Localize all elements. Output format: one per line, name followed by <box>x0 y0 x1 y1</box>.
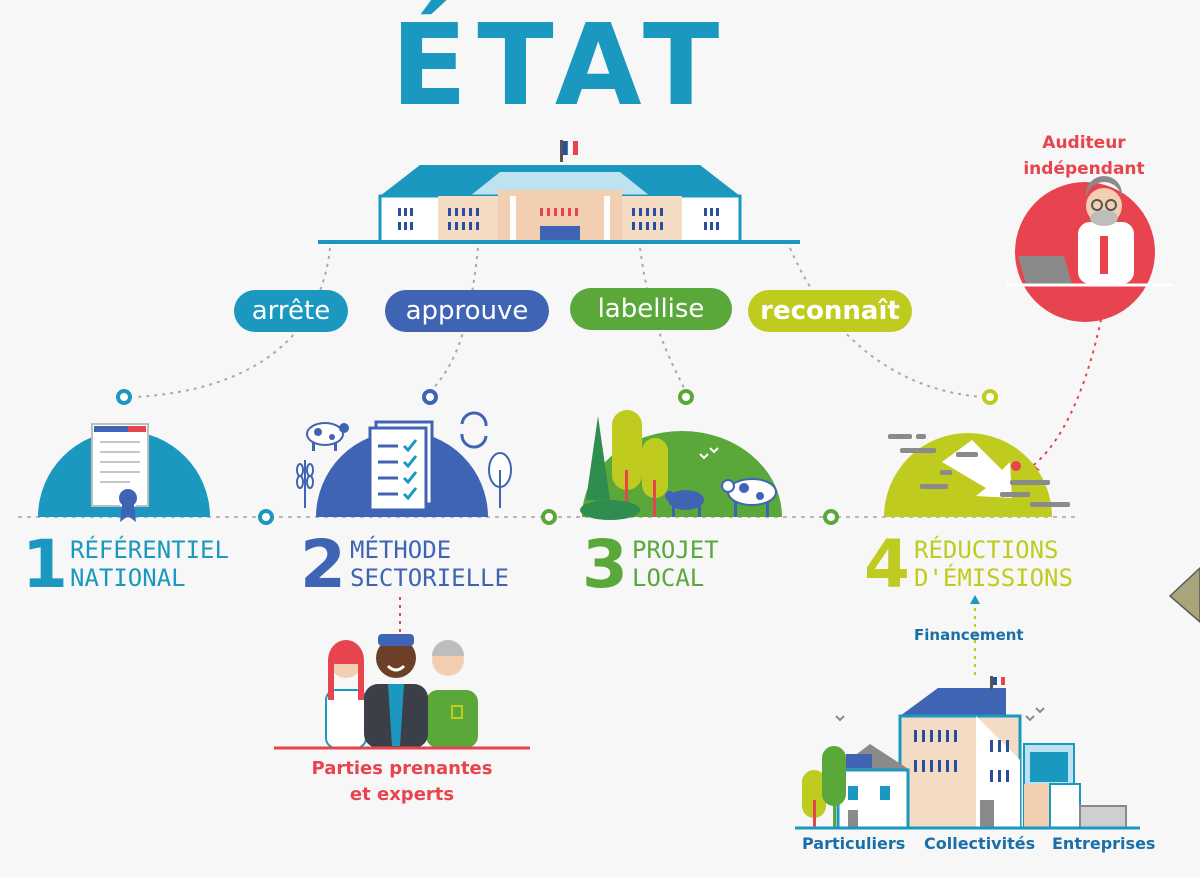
auditor-icon <box>1006 176 1172 322</box>
step-number-4: 4 <box>864 526 910 603</box>
step-label-2-line2: SECTORIELLE <box>350 564 509 592</box>
stakeholders-label-line1: Parties prenantes <box>311 758 493 779</box>
step-label-3-line1: PROJET <box>632 536 719 564</box>
step-label-3-line2: LOCAL <box>632 564 705 592</box>
step-label-2: MÉTHODE SECTORIELLE <box>350 536 509 592</box>
stakeholders-label: Parties prenantes et experts <box>292 756 512 808</box>
emission-reduction-icon <box>884 433 1070 517</box>
stakeholders-icon <box>274 634 530 750</box>
funder-label-particuliers: Particuliers <box>802 834 906 853</box>
auditor-label: Auditeur indépendant <box>1004 130 1164 182</box>
action-pill-reconnait: reconnaît <box>748 290 912 332</box>
step-number-2: 2 <box>300 526 346 603</box>
landscape-farm-icon <box>580 410 782 520</box>
step-number-3: 3 <box>582 526 628 603</box>
stakeholders-label-line2: et experts <box>349 784 455 805</box>
financing-label: Financement <box>914 626 1024 644</box>
step-label-4-line2: D'ÉMISSIONS <box>914 564 1073 592</box>
cow-icon <box>306 422 349 451</box>
action-pill-arrete: arrête <box>234 290 348 332</box>
action-pill-labellise: labellise <box>570 288 732 330</box>
step-number-1: 1 <box>22 526 68 603</box>
cycle-icon <box>460 411 488 449</box>
auditor-label-line2: indépendant <box>1023 159 1145 179</box>
step-label-4: RÉDUCTIONS D'ÉMISSIONS <box>914 536 1073 592</box>
cow-icon <box>665 490 704 517</box>
cow-icon <box>721 478 777 517</box>
funder-label-collectivites: Collectivités <box>924 834 1036 853</box>
methodology-checklist-icon <box>296 411 512 517</box>
government-building-icon <box>318 140 800 244</box>
step-label-1-line2: NATIONAL <box>70 564 186 592</box>
page-title: ÉTAT <box>390 1 730 131</box>
step-label-2-line1: MÉTHODE <box>350 536 452 564</box>
auditor-label-line1: Auditeur <box>1042 133 1126 153</box>
page-corner-icon <box>1168 566 1200 623</box>
step-label-1-line1: RÉFÉRENTIEL <box>70 536 229 564</box>
step-label-4-line1: RÉDUCTIONS <box>914 536 1059 564</box>
funders-buildings-icon <box>795 676 1140 830</box>
action-pill-approuve: approuve <box>385 290 549 332</box>
funder-label-entreprises: Entreprises <box>1052 834 1156 853</box>
referential-document-icon <box>38 423 210 522</box>
wheat-icon <box>296 460 314 508</box>
step-label-3: PROJET LOCAL <box>632 536 719 592</box>
step-label-1: RÉFÉRENTIEL NATIONAL <box>70 536 229 592</box>
tree-icon <box>488 452 512 508</box>
